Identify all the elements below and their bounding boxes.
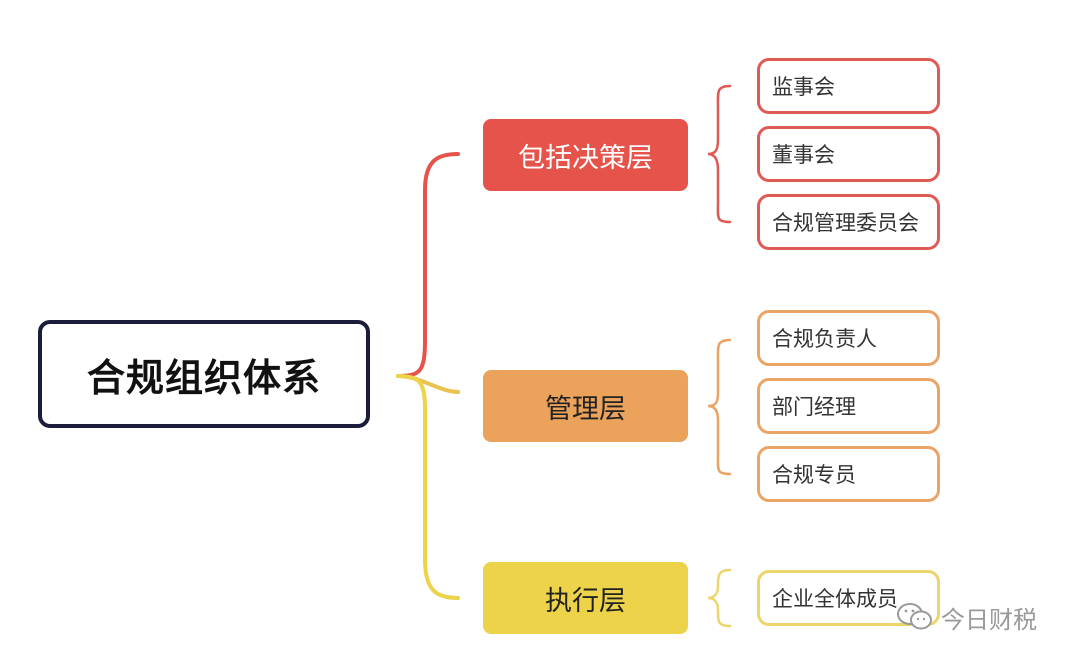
brace-decision xyxy=(707,84,732,224)
connector-root-execution xyxy=(396,374,460,600)
layer-execution-label: 执行层 xyxy=(545,585,626,617)
watermark: 今日财税 xyxy=(895,597,1037,637)
leaf-label: 合规管理委员会 xyxy=(772,211,919,235)
leaf-board-of-directors: 董事会 xyxy=(757,126,940,182)
leaf-label: 监事会 xyxy=(772,75,835,99)
layer-decision-label: 包括决策层 xyxy=(518,142,653,174)
brace-management xyxy=(707,338,732,476)
root-node: 合规组织体系 xyxy=(38,320,370,428)
leaf-compliance-specialist: 合规专员 xyxy=(757,446,940,502)
leaf-label: 合规负责人 xyxy=(772,327,877,351)
connector-root-decision xyxy=(396,152,460,378)
leaf-all-employees: 企业全体成员 xyxy=(757,570,940,626)
layer-management-label: 管理层 xyxy=(545,393,626,425)
leaf-label: 部门经理 xyxy=(772,395,856,419)
leaf-compliance-head: 合规负责人 xyxy=(757,310,940,366)
leaf-label: 企业全体成员 xyxy=(772,587,898,611)
layer-decision: 包括决策层 xyxy=(483,119,688,191)
leaf-label: 董事会 xyxy=(772,143,835,167)
leaf-department-manager: 部门经理 xyxy=(757,378,940,434)
root-label: 合规组织体系 xyxy=(86,355,321,400)
wechat-icon xyxy=(895,601,935,633)
layer-execution: 执行层 xyxy=(483,562,688,634)
leaf-supervisory-board: 监事会 xyxy=(757,58,940,114)
brace-execution xyxy=(707,568,732,628)
watermark-text: 今日财税 xyxy=(941,605,1037,634)
layer-management: 管理层 xyxy=(483,370,688,442)
leaf-compliance-committee: 合规管理委员会 xyxy=(757,194,940,250)
leaf-label: 合规专员 xyxy=(772,463,856,487)
